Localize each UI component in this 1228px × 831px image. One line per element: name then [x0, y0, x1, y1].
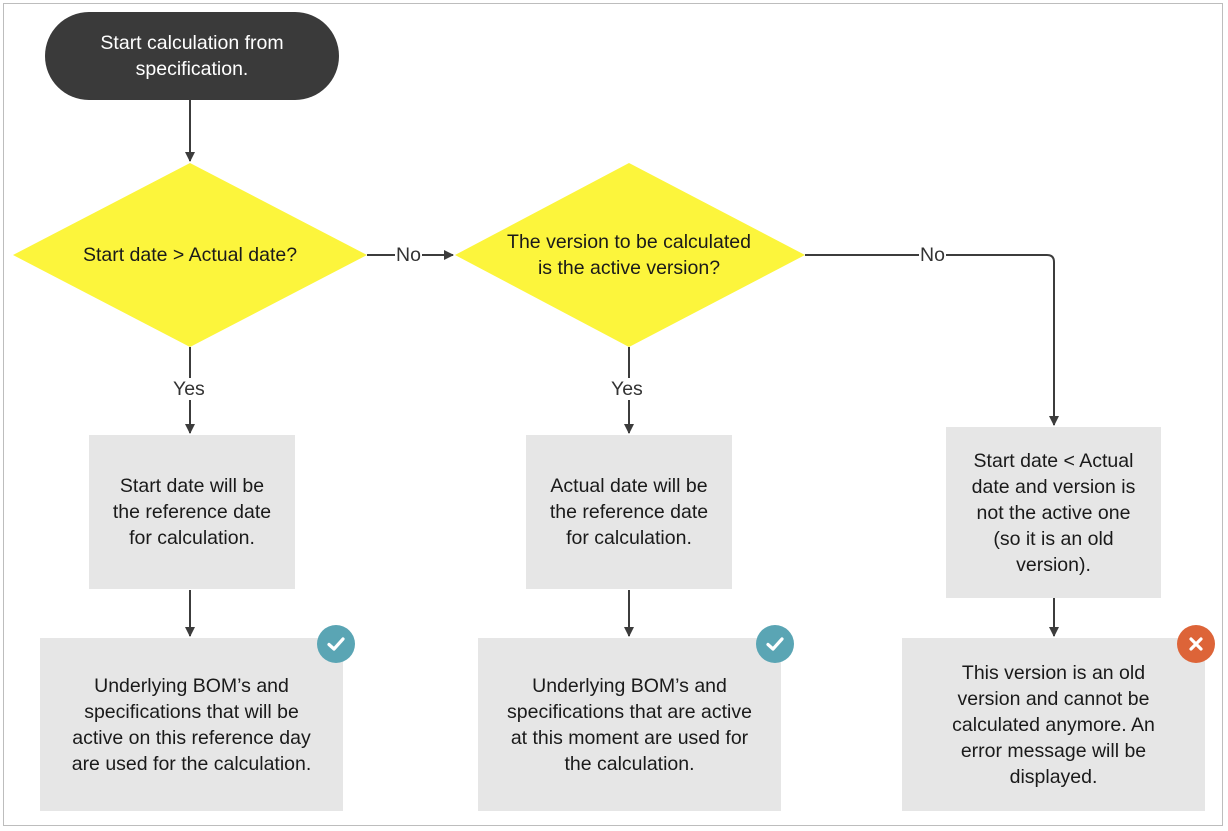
edge-label-decision1-no: No: [395, 244, 422, 266]
edge-label-decision1-yes: Yes: [172, 378, 206, 400]
step-middle-text: Actual date will be the reference date f…: [549, 475, 709, 549]
step-left-text: Start date will be the reference date fo…: [112, 475, 272, 549]
step-middle-box: Actual date will be the reference date f…: [526, 435, 732, 589]
connector-decision2-no: [805, 254, 1059, 426]
decision-1-diamond: [13, 163, 367, 347]
cross-icon: [1177, 625, 1215, 663]
step-right-box: Start date < Actual date and version is …: [946, 427, 1161, 598]
edge-label-decision2-yes: Yes: [610, 378, 644, 400]
decision-2-diamond: [455, 163, 805, 347]
decision-2-text: The version to be calculated is the acti…: [507, 231, 751, 279]
decision-1-text: Start date > Actual date?: [82, 244, 298, 266]
result-right-text: This version is an old version and canno…: [952, 661, 1155, 788]
start-node: Start calculation from specification.: [45, 12, 339, 100]
start-node-text: Start calculation from specification.: [100, 32, 284, 80]
result-middle-box: Underlying BOM’s and specifications that…: [478, 638, 781, 811]
result-right-box: This version is an old version and canno…: [902, 638, 1205, 811]
check-icon: [756, 625, 794, 663]
step-right-text: Start date < Actual date and version is …: [971, 449, 1136, 576]
check-icon: [317, 625, 355, 663]
result-middle-text: Underlying BOM’s and specifications that…: [507, 674, 752, 775]
result-left-box: Underlying BOM’s and specifications that…: [40, 638, 343, 811]
result-left-text: Underlying BOM’s and specifications that…: [71, 674, 312, 775]
edge-label-decision2-no: No: [919, 244, 946, 266]
step-left-box: Start date will be the reference date fo…: [89, 435, 295, 589]
